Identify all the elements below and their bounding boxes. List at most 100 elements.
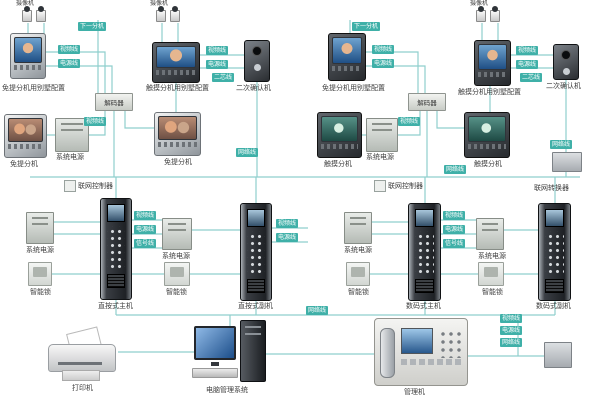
lock-pad-icon xyxy=(483,267,499,277)
station-buttons xyxy=(545,231,564,275)
smart-lock-box xyxy=(346,262,370,286)
device-label: 管理机 xyxy=(404,388,425,396)
smart-lock-box xyxy=(28,262,52,286)
device-label: 直按式主机 xyxy=(98,302,133,310)
device-label: 智能锁 xyxy=(348,288,369,296)
vent-icon xyxy=(32,217,48,219)
station-screen xyxy=(247,209,265,227)
second-confirm-unit xyxy=(553,44,579,80)
wire-label-chip: 下一分机 xyxy=(352,22,381,31)
system-power-box xyxy=(26,212,54,244)
door-station-digital-sub xyxy=(538,203,571,301)
camera-lens-icon xyxy=(38,6,44,12)
system-power-box xyxy=(55,118,89,152)
device-label: 摄像机 xyxy=(470,0,489,7)
monitor-buttons xyxy=(321,143,358,149)
camera-device xyxy=(490,6,500,22)
camera-device xyxy=(36,6,46,22)
camera-lens-icon xyxy=(172,6,178,12)
drive-bay-icon xyxy=(245,326,261,328)
indoor-monitor-hands-free xyxy=(4,114,47,158)
camera-lens-icon xyxy=(492,6,498,12)
device-label: 系统电源 xyxy=(478,252,506,260)
call-button-icon xyxy=(253,64,261,71)
printer xyxy=(48,326,118,382)
vent-icon xyxy=(482,229,498,231)
vent-icon xyxy=(61,129,83,131)
computer-tower xyxy=(240,320,266,382)
camera-device xyxy=(170,6,180,22)
wire-label-chip: 信号线 xyxy=(134,239,157,248)
vent-icon xyxy=(372,129,392,131)
wire-label-chip: 电源线 xyxy=(206,60,229,69)
wire-label-chip: 电源线 xyxy=(58,59,81,68)
device-label: 触摸分机用别墅配置 xyxy=(146,84,209,92)
door-station-direct-sub xyxy=(240,203,272,301)
wire-label-chip: 网络线 xyxy=(306,306,329,315)
vent-icon xyxy=(168,229,186,231)
device-label: 免提分机用别墅配置 xyxy=(2,84,65,92)
handset xyxy=(380,328,395,378)
wire-label-chip: 视频线 xyxy=(206,46,229,55)
device-label: 系统电源 xyxy=(56,153,84,161)
camera-lens-icon xyxy=(252,46,262,56)
wire-label-chip: 视频线 xyxy=(84,117,107,126)
device-label: 直按式副机 xyxy=(238,302,273,310)
indoor-monitor-touch xyxy=(474,40,511,86)
monitor-screen xyxy=(156,46,196,69)
vent-icon xyxy=(61,123,83,125)
wire-label-chip: 视频线 xyxy=(500,314,523,323)
camera-lens-icon xyxy=(561,50,571,60)
device-label: 免提分机 xyxy=(10,160,38,168)
vent-icon xyxy=(482,223,498,225)
device-label: 二次确认机 xyxy=(546,82,581,90)
speaker-grille-icon xyxy=(415,279,434,293)
device-label: 免提分机用别墅配置 xyxy=(322,84,385,92)
wire-label-chip: 二芯线 xyxy=(520,73,543,82)
lock-pad-icon xyxy=(169,267,185,277)
decoder-label: 解码器 xyxy=(417,99,437,107)
management-station xyxy=(374,318,468,386)
device-label: 触摸分机用别墅配置 xyxy=(458,88,521,96)
monitor-screen xyxy=(14,37,42,63)
management-screen xyxy=(401,328,433,354)
smart-lock-box xyxy=(164,262,190,286)
lock-pad-icon xyxy=(351,267,365,277)
device-label: 智能锁 xyxy=(482,288,503,296)
decoder-box: 解码器 xyxy=(95,93,133,111)
vent-icon xyxy=(372,123,392,125)
smart-lock-box xyxy=(478,262,504,286)
decoder-label: 解码器 xyxy=(104,99,124,107)
station-buttons xyxy=(247,231,265,275)
wire-label-chip: 视频线 xyxy=(443,211,466,220)
device-label: 摄像机 xyxy=(16,0,35,7)
wire-label-chip: 网络线 xyxy=(236,148,259,157)
monitor-buttons xyxy=(158,142,197,148)
device-label: 数码式副机 xyxy=(536,302,571,310)
indoor-monitor-touch xyxy=(317,112,362,158)
system-power-box xyxy=(344,212,372,244)
printer-slot xyxy=(58,362,102,365)
printer-tray xyxy=(62,370,100,381)
monitor-buttons xyxy=(478,71,507,77)
device-label: 触摸分机 xyxy=(474,160,502,168)
device-label: 联网控制器 xyxy=(388,182,423,190)
wire-label-chip: 电源线 xyxy=(134,225,157,234)
device-label: 系统电源 xyxy=(162,252,190,260)
wire-label-chip: 信号线 xyxy=(443,239,466,248)
wire-label-chip: 电源线 xyxy=(276,233,299,242)
camera-device xyxy=(476,6,486,22)
vent-icon xyxy=(350,217,366,219)
monitor-screen xyxy=(158,116,197,141)
wire-label-chip: 电源线 xyxy=(443,225,466,234)
wire-label-chip: 电源线 xyxy=(372,59,395,68)
indoor-monitor-touch xyxy=(152,42,200,83)
vent-icon xyxy=(350,223,366,225)
door-station-digital-main xyxy=(408,203,441,301)
wire-label-chip: 二芯线 xyxy=(212,73,235,82)
camera-lens-icon xyxy=(24,6,30,12)
network-controller-box xyxy=(374,180,386,192)
function-buttons xyxy=(401,359,461,365)
wire-label-chip: 电源线 xyxy=(516,60,539,69)
camera-lens-icon xyxy=(158,6,164,12)
